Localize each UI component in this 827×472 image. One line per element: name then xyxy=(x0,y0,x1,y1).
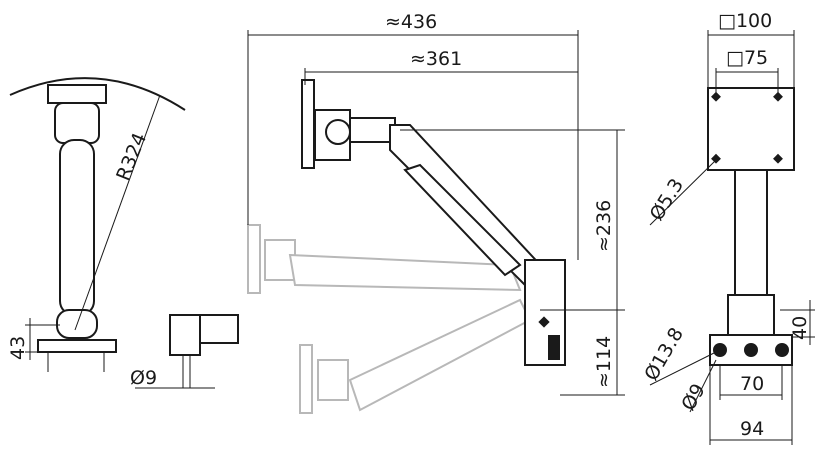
arm-ghost-positions xyxy=(247,224,532,414)
overall-reach-label: ≈436 xyxy=(385,11,437,33)
vesa-small-label: □75 xyxy=(726,47,768,69)
vesa-large-label: □100 xyxy=(718,10,772,32)
clamp-height-label: 43 xyxy=(7,336,29,360)
height-below-label: ≈114 xyxy=(593,336,615,388)
vesa-hole-label: Ø5.3 xyxy=(646,175,689,225)
clamp-section-view: Ø9 xyxy=(130,314,239,389)
hole-spacing-label: 70 xyxy=(740,373,764,395)
base-height-label: 40 xyxy=(789,316,811,340)
arm-side-view xyxy=(301,79,566,366)
base-hole-large-label: Ø13.8 xyxy=(640,324,688,385)
swing-radius-label: R324 xyxy=(112,130,151,184)
arm-reach-label: ≈361 xyxy=(410,48,462,70)
bolt-diameter-side-label: Ø9 xyxy=(130,367,157,389)
base-hole-small-label: Ø9 xyxy=(677,380,710,414)
side-view-dimensions: ≈436 ≈361 ≈236 ≈114 xyxy=(247,11,625,396)
top-view-swing: R324 43 xyxy=(7,77,186,372)
base-width-label: 94 xyxy=(740,418,764,440)
height-above-label: ≈236 xyxy=(593,200,615,252)
front-view: □100 □75 Ø5.3 40 Ø13.8 Ø9 70 94 xyxy=(640,10,815,445)
